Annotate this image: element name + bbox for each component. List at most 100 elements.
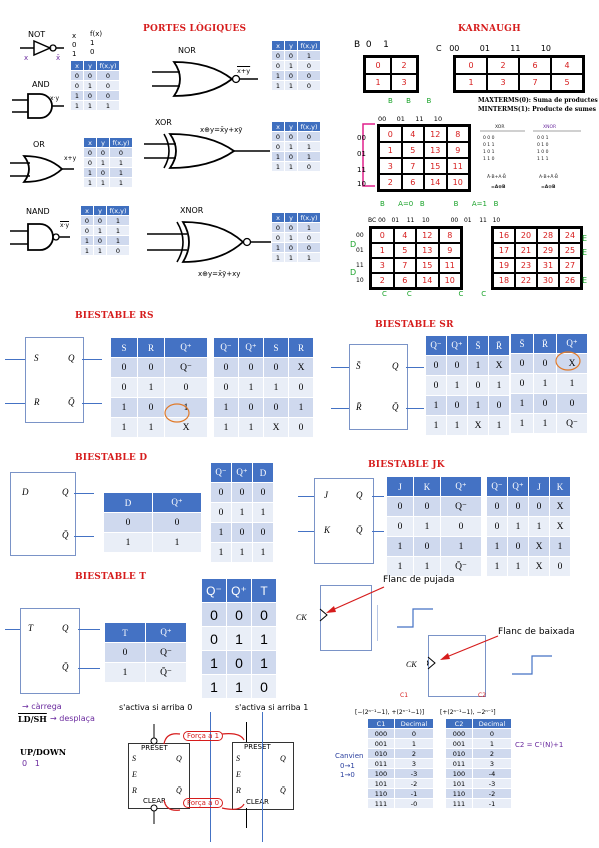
- svg-text:XNOR: XNOR: [543, 124, 556, 130]
- table-cell: 1: [83, 167, 97, 178]
- table-cell: 0: [226, 602, 252, 627]
- karnaugh-cell: 3: [379, 158, 402, 174]
- table-cell: 1: [510, 393, 534, 414]
- ff-left-r: R: [132, 786, 137, 795]
- header-cell: x: [80, 205, 94, 216]
- karnaugh-cell: 30: [537, 273, 559, 288]
- table-cell: 0: [109, 147, 133, 158]
- rs-pin-qbar: Q̄: [68, 397, 75, 407]
- not-gate-icon: x x̄: [20, 39, 64, 62]
- karnaugh-cell: 15: [424, 158, 447, 174]
- table-cell: -2: [394, 778, 434, 789]
- header-cell: R̄: [488, 335, 510, 356]
- header-cell: Q⁺: [446, 335, 468, 356]
- table-cell: 0: [549, 556, 571, 577]
- karnaugh-cell: 12: [416, 228, 439, 243]
- title-t: BIESTABLE T: [75, 572, 147, 582]
- rs-flipflop-block: [25, 337, 84, 423]
- table-header-row: Q⁻Q⁺T: [201, 578, 277, 603]
- header-cell: Q⁻: [425, 335, 447, 356]
- header-cell: f(x,y): [106, 205, 130, 216]
- table-cell: 1: [271, 161, 285, 172]
- karnaugh-cell: 11: [438, 258, 461, 273]
- not-label: NOT: [28, 30, 46, 39]
- table-cell: -0: [394, 798, 434, 809]
- table-cell: 0: [104, 642, 146, 663]
- karnaugh-cell: 0: [371, 228, 394, 243]
- karnaugh-cell: 1: [379, 142, 402, 158]
- table-cell: 1: [284, 161, 298, 172]
- karnaugh-cell: 20: [515, 228, 537, 243]
- table-cell: 0: [201, 602, 227, 627]
- table-cell: 0: [510, 373, 534, 394]
- table-cell: 1: [106, 215, 130, 226]
- table-cell: 0: [271, 50, 285, 61]
- table-cell: 0: [486, 496, 508, 517]
- table-cell: X: [549, 496, 571, 517]
- table-cell: 0: [413, 496, 441, 517]
- table-cell: 1: [507, 516, 529, 537]
- table-cell: 1: [488, 375, 510, 396]
- table-cell: 011: [367, 758, 395, 769]
- karnaugh-cell: 4: [401, 126, 424, 142]
- table-cell: 2: [394, 748, 434, 759]
- ff-right-q: Q: [280, 754, 286, 763]
- karnaugh-cell: 1: [455, 74, 487, 91]
- table-cell: 0: [488, 395, 510, 416]
- table-cell: 1: [488, 415, 510, 436]
- table-cell: 0: [96, 167, 110, 178]
- jk-pin-qbar: Q̄: [356, 525, 363, 535]
- table-cell: 0: [226, 650, 252, 675]
- rs-pin-s: S: [34, 353, 39, 363]
- table-cell: 1: [472, 738, 512, 749]
- table-cell: 0: [70, 70, 84, 81]
- karnaugh-cell: 13: [416, 243, 439, 258]
- table-cell: 0: [284, 151, 298, 162]
- k3-labels: C 00 01 11 10: [436, 44, 551, 53]
- title-jk: BIESTABLE JK: [368, 460, 445, 470]
- table-cell: 100: [367, 768, 395, 779]
- title-karnaugh: KARNAUGH: [458, 24, 521, 34]
- d-flipflop-block: [10, 472, 76, 556]
- jk-pin-k: K: [324, 525, 331, 535]
- table-cell: 011: [445, 758, 473, 769]
- table-cell: Q̄⁻: [440, 556, 482, 577]
- ff-left-q: Q: [176, 754, 182, 763]
- table-cell: 0: [70, 80, 84, 91]
- header-cell: C1: [367, 718, 395, 729]
- header-cell: x: [271, 212, 285, 223]
- sr-pin-qbar: Q̄: [392, 402, 399, 412]
- header-cell: T: [251, 578, 277, 603]
- table-cell: 1: [297, 252, 321, 263]
- table-cell: 1: [252, 502, 274, 523]
- header-cell: Q⁺: [164, 337, 208, 358]
- table-cell: 1: [528, 516, 550, 537]
- falling-ck-label: CK: [406, 660, 417, 669]
- t-flipflop-block: [20, 608, 80, 694]
- table-cell: 1: [271, 80, 285, 91]
- table-cell: 0: [213, 357, 239, 378]
- header-cell: Decimal: [394, 718, 434, 729]
- table-cell: 0: [252, 482, 274, 503]
- minterms-note: MINTERMS(1): Producte de sumes: [478, 106, 597, 113]
- t-pin-qbar: Q̄: [62, 662, 69, 672]
- svg-text:=A⊕B: =A⊕B: [491, 184, 506, 190]
- table-cell: 1: [271, 70, 285, 81]
- svg-text:1 1 1: 1 1 1: [537, 156, 549, 162]
